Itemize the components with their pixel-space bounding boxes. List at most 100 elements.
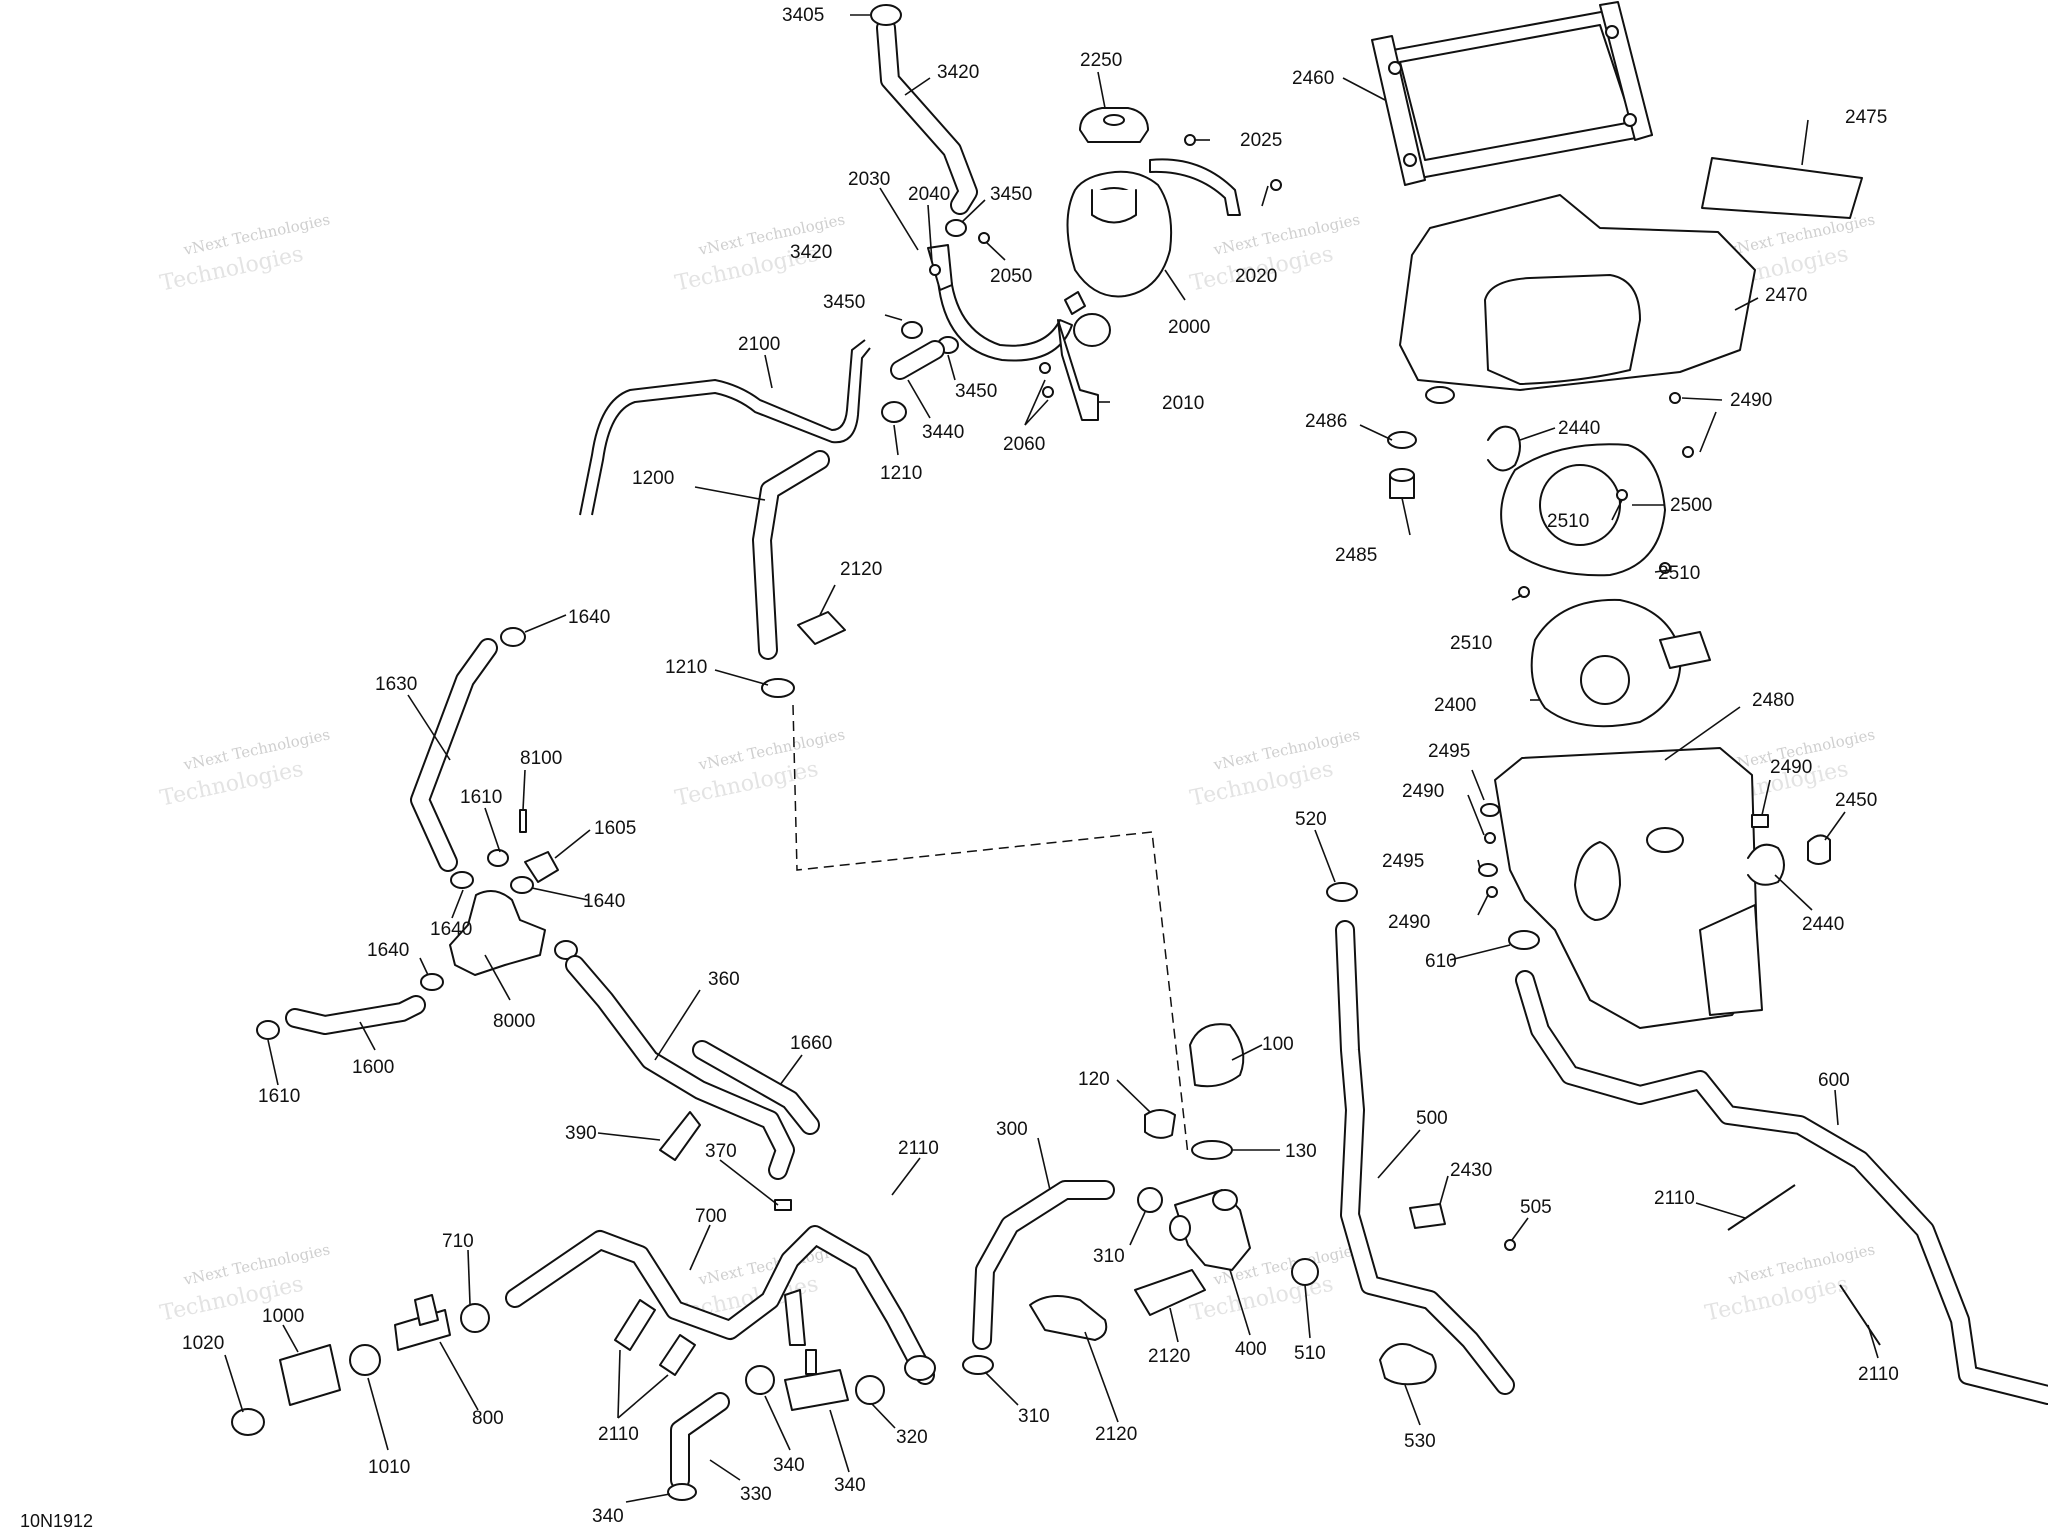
part-label: 2480 <box>1752 690 1794 711</box>
lower-shroud-group <box>1478 747 1831 1029</box>
part-label: 2500 <box>1670 495 1712 516</box>
watermark: Technologies vNext Technologies <box>1703 1240 1877 1326</box>
part-label: 1600 <box>352 1057 394 1078</box>
part-label: 2120 <box>1148 1346 1190 1367</box>
part-label: 2050 <box>990 266 1032 287</box>
part-label: 3440 <box>922 422 964 443</box>
radiator-group <box>1371 1 1863 728</box>
expansion-tank-group <box>870 4 1282 423</box>
part-label: 2475 <box>1845 107 1887 128</box>
part-label: 2020 <box>1235 266 1277 287</box>
part-label: 8100 <box>520 748 562 769</box>
part-label: 3450 <box>823 292 865 313</box>
clamp-610 <box>1508 930 1540 950</box>
bolt-8100 <box>519 809 527 833</box>
part-label: 2495 <box>1382 851 1424 872</box>
part-label: 2000 <box>1168 317 1210 338</box>
part-label: 2490 <box>1388 912 1430 933</box>
part-label: 3450 <box>955 381 997 402</box>
clamp-1020 <box>231 1408 265 1436</box>
clip-390 <box>659 1111 701 1161</box>
part-label: 340 <box>834 1475 866 1496</box>
part-label: 2250 <box>1080 50 1122 71</box>
clamp-2440 <box>1487 425 1521 472</box>
part-label: 2040 <box>908 184 950 205</box>
svg-text:Technologies: Technologies <box>1188 757 1336 812</box>
clamp-310 <box>1137 1187 1163 1213</box>
part-label: 310 <box>1093 1246 1125 1267</box>
part-label: 2486 <box>1305 411 1347 432</box>
elbow-100 <box>1189 1023 1245 1088</box>
routing-dashed-line <box>792 704 1189 1156</box>
part-label: 600 <box>1818 1070 1850 1091</box>
part-label: 2470 <box>1765 285 1807 306</box>
watermark: Technologies vNext Technologies <box>1188 725 1362 812</box>
svg-text:Technologies: Technologies <box>158 242 306 297</box>
part-label: 100 <box>1262 1034 1294 1055</box>
fitting-320 <box>784 1369 849 1411</box>
part-label: 2490 <box>1402 781 1444 802</box>
part-label: 1660 <box>790 1033 832 1054</box>
part-2495-clip <box>1751 814 1769 828</box>
part-label: 1010 <box>368 1457 410 1478</box>
part-label: 3405 <box>782 5 824 26</box>
foam-pad-2475 <box>1701 157 1863 219</box>
part-label: 2010 <box>1162 393 1204 414</box>
clamp-520 <box>1326 882 1358 902</box>
watermark: Technologies vNext Technologies <box>158 210 332 297</box>
part-label: 2110 <box>598 1424 639 1445</box>
part-label: 1000 <box>262 1306 304 1327</box>
clamp-130 <box>1191 1140 1233 1160</box>
part-label: 1640 <box>367 940 409 961</box>
part-label: 800 <box>472 1408 504 1429</box>
lower-shroud <box>1494 747 1759 1029</box>
part-label: 2490 <box>1730 390 1772 411</box>
part-label: 1210 <box>665 657 707 678</box>
part-label: 2490 <box>1770 757 1812 778</box>
part-label: 2510 <box>1658 563 1700 584</box>
part-label: 330 <box>740 1484 772 1505</box>
part-label: 2025 <box>1240 130 1282 151</box>
part-label: 2430 <box>1450 1160 1492 1181</box>
clip-530 <box>1379 1343 1437 1386</box>
hose-500 <box>1335 920 1515 1395</box>
callout-labels: 3405 3420 3420 3450 3450 3450 3440 2250 … <box>182 5 1899 1527</box>
watermark: Technologies vNext Technologies <box>158 1240 332 1326</box>
part-label: 710 <box>442 1231 474 1252</box>
part-label: 2120 <box>840 559 882 580</box>
part-label: 2110 <box>1654 1188 1695 1209</box>
part-label: 390 <box>565 1123 597 1144</box>
part-2450 <box>1807 834 1831 865</box>
leader-lines <box>224 14 1879 1503</box>
part-label: 610 <box>1425 951 1457 972</box>
part-label: 2495 <box>1428 741 1470 762</box>
valve-group <box>256 627 578 1040</box>
part-label: 2060 <box>1003 434 1045 455</box>
part-label: 1020 <box>182 1333 224 1354</box>
part-label: 2120 <box>1095 1424 1137 1445</box>
part-label: 310 <box>1018 1406 1050 1427</box>
bracket-2430 <box>1409 1203 1446 1229</box>
part-label: 1640 <box>430 919 472 940</box>
clamp-1010 <box>349 1344 381 1376</box>
part-label: 2110 <box>1858 1364 1899 1385</box>
tank-strap-2020 <box>1149 158 1241 216</box>
clamp-1210 <box>761 678 795 698</box>
part-label: 510 <box>1294 1343 1326 1364</box>
part-label: 2460 <box>1292 68 1334 89</box>
part-label: 1210 <box>880 463 922 484</box>
valve-8000 <box>449 890 546 976</box>
clip-2120-bottom <box>1029 1295 1108 1341</box>
part-label: 520 <box>1295 809 1327 830</box>
clamp-510 <box>1291 1258 1319 1286</box>
part-label: 3420 <box>937 62 979 83</box>
part-label: 1200 <box>632 468 674 489</box>
hose-clamp-3405 <box>870 4 902 26</box>
part-label: 8000 <box>493 1011 535 1032</box>
part-label: 300 <box>996 1119 1028 1140</box>
clip-2120-right <box>1134 1269 1206 1316</box>
part-label: 400 <box>1235 1339 1267 1360</box>
svg-text:Technologies: Technologies <box>158 757 306 812</box>
diagram-code: 10N1912 <box>20 1511 93 1531</box>
